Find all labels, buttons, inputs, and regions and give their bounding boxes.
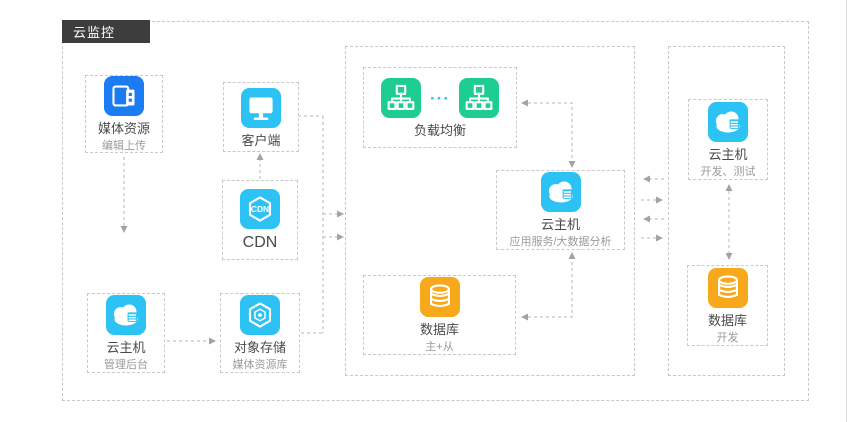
node-client: 客户端 bbox=[223, 82, 299, 152]
monitor-icon bbox=[241, 87, 281, 128]
cdn-icon: CDN bbox=[240, 189, 280, 229]
node-database-dev: 数据库 开发 bbox=[687, 265, 768, 346]
group-production bbox=[345, 46, 635, 376]
cloud-server-icon bbox=[540, 172, 581, 212]
node-title: 客户端 bbox=[241, 132, 281, 148]
node-title: 云主机 bbox=[540, 217, 580, 232]
cloud-server-icon bbox=[106, 295, 146, 335]
node-subtitle: 开发、测试 bbox=[700, 165, 756, 178]
cloud-server-icon bbox=[708, 101, 748, 142]
diagram-title-label: 云监控 bbox=[62, 20, 150, 43]
cdn-icon-text: CDN bbox=[251, 204, 269, 214]
node-title: 数据库 bbox=[419, 322, 459, 337]
node-title: 云主机 bbox=[106, 340, 146, 355]
node-subtitle: 应用服务/大数据分析 bbox=[509, 236, 612, 248]
node-title: 负载均衡 bbox=[413, 123, 466, 138]
node-cloud-host-admin: 云主机 管理后台 bbox=[87, 293, 165, 373]
node-title: 媒体资源 bbox=[97, 121, 150, 136]
node-cdn: CDN CDN bbox=[222, 180, 298, 260]
node-subtitle: 媒体资源库 bbox=[232, 359, 288, 371]
database-icon bbox=[419, 277, 460, 317]
node-subtitle: 开发 bbox=[716, 331, 739, 344]
media-icon bbox=[104, 76, 144, 116]
node-title: 对象存储 bbox=[233, 340, 286, 355]
load-balancer-icon bbox=[381, 78, 421, 118]
node-media-resource: 媒体资源 编辑上传 bbox=[85, 75, 163, 153]
node-subtitle: 管理后台 bbox=[104, 359, 148, 371]
node-title: CDN bbox=[242, 234, 278, 251]
hexagon-storage-icon bbox=[240, 295, 280, 335]
node-subtitle: 编辑上传 bbox=[102, 140, 146, 152]
page-right-edge bbox=[846, 0, 847, 422]
node-load-balancer: ··· 负载均衡 bbox=[363, 67, 517, 148]
database-icon bbox=[707, 267, 748, 308]
node-subtitle: 主+从 bbox=[425, 341, 454, 353]
node-title: 云主机 bbox=[708, 146, 748, 162]
node-object-storage: 对象存储 媒体资源库 bbox=[220, 293, 300, 373]
load-balancer-icon-row: ··· bbox=[381, 78, 499, 118]
node-cloud-host-dev: 云主机 开发、测试 bbox=[688, 99, 768, 180]
diagram-border bbox=[62, 21, 809, 401]
load-balancer-icon bbox=[458, 78, 499, 118]
node-cloud-host-app: 云主机 应用服务/大数据分析 bbox=[496, 170, 625, 250]
group-dev-test bbox=[668, 46, 785, 376]
node-database-master-slave: 数据库 主+从 bbox=[363, 275, 516, 355]
ellipsis-dots: ··· bbox=[430, 88, 450, 108]
node-title: 数据库 bbox=[707, 312, 747, 328]
